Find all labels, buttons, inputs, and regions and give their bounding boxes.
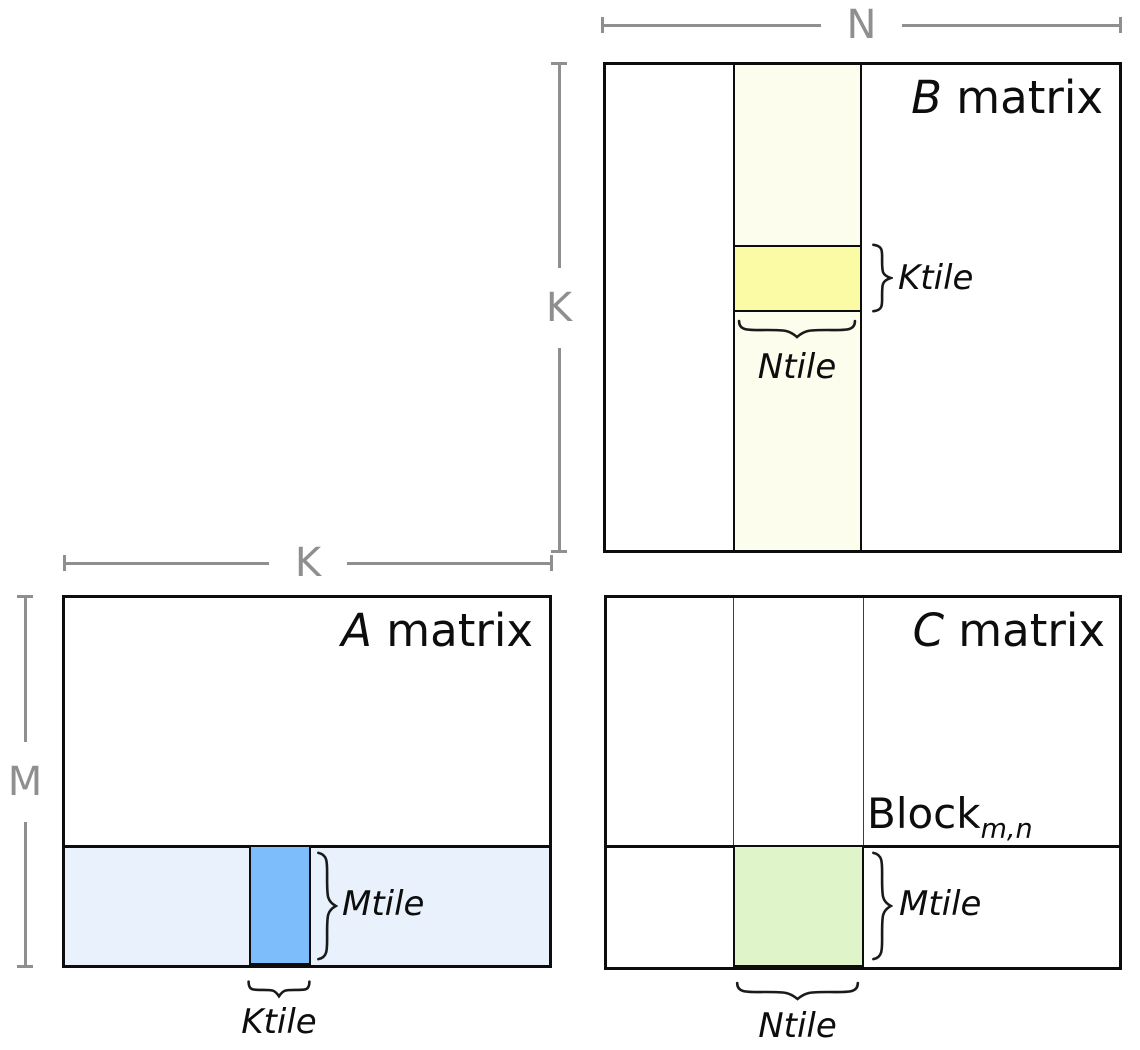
dimension-tick (17, 595, 33, 598)
dimension-line-segment (66, 561, 269, 565)
dimension-line-k-vertical: K (546, 62, 572, 553)
dimension-line-segment (902, 23, 1120, 27)
a-matrix-letter: A (341, 604, 372, 657)
dimension-label-k2: K (294, 540, 322, 586)
dimension-tick (551, 62, 567, 65)
dimension-line-segment (557, 347, 561, 550)
dimension-tick (63, 555, 66, 571)
c-mtile-label: Mtile (899, 884, 982, 924)
dimension-label-n: N (846, 2, 877, 48)
b-matrix-title: B matrix (911, 73, 1103, 123)
c-block-word: Block (867, 789, 981, 838)
ktile-right-brace (869, 243, 893, 313)
dimension-line-segment (347, 561, 551, 565)
a-matrix-title: A matrix (341, 606, 533, 656)
a-mtile-label: Mtile (342, 884, 425, 924)
c-column-line-right (862, 598, 864, 845)
b-ktile-ntile-tile (732, 245, 862, 312)
b-matrix-letter: B (911, 71, 942, 124)
dimension-tick (601, 17, 604, 33)
c-column-line-left (732, 598, 734, 845)
b-ktile-label: Ktile (898, 258, 974, 298)
a-mtile-ktile-tile (248, 844, 311, 965)
a-ktile-label: Ktile (241, 1002, 317, 1042)
c-matrix-title: C matrix (913, 606, 1105, 656)
c-matrix-box: Blockm,n Mtile C matrix (604, 595, 1122, 970)
dimension-line-m-vertical: M (8, 595, 42, 968)
a-matrix-box: Mtile A matrix (62, 595, 552, 968)
mtile-right-brace (314, 850, 338, 962)
c-ntile-label: Ntile (758, 1006, 837, 1046)
b-matrix-word: matrix (956, 71, 1103, 124)
dimension-tick (1119, 17, 1123, 33)
c-block-label: Blockm,n (867, 789, 1033, 842)
c-block-subscript: m,n (980, 813, 1033, 845)
c-ntile-under-brace (734, 980, 861, 1002)
b-ntile-label: Ntile (757, 347, 837, 387)
c-matrix-word: matrix (958, 604, 1105, 657)
ntile-under-brace (736, 318, 858, 340)
dimension-line-k-horizontal: K (63, 543, 554, 583)
c-matrix-letter: C (912, 604, 944, 657)
dimension-label-m: M (7, 758, 43, 805)
dimension-line-segment (23, 821, 27, 965)
c-mtile-right-brace (869, 850, 893, 962)
a-matrix-word: matrix (386, 604, 533, 657)
b-matrix-box: Ktile Ntile B matrix (603, 62, 1122, 553)
dimension-tick (550, 555, 554, 571)
dimension-line-segment (23, 598, 27, 742)
dimension-line-n: N (601, 5, 1123, 45)
dimension-line-segment (557, 65, 561, 268)
ktile-under-brace (247, 979, 311, 999)
dimension-label-k: K (545, 284, 573, 331)
c-mtile-ntile-tile (732, 844, 864, 967)
dimension-tick (551, 550, 567, 553)
dimension-tick (17, 965, 33, 968)
dimension-line-segment (604, 23, 821, 27)
